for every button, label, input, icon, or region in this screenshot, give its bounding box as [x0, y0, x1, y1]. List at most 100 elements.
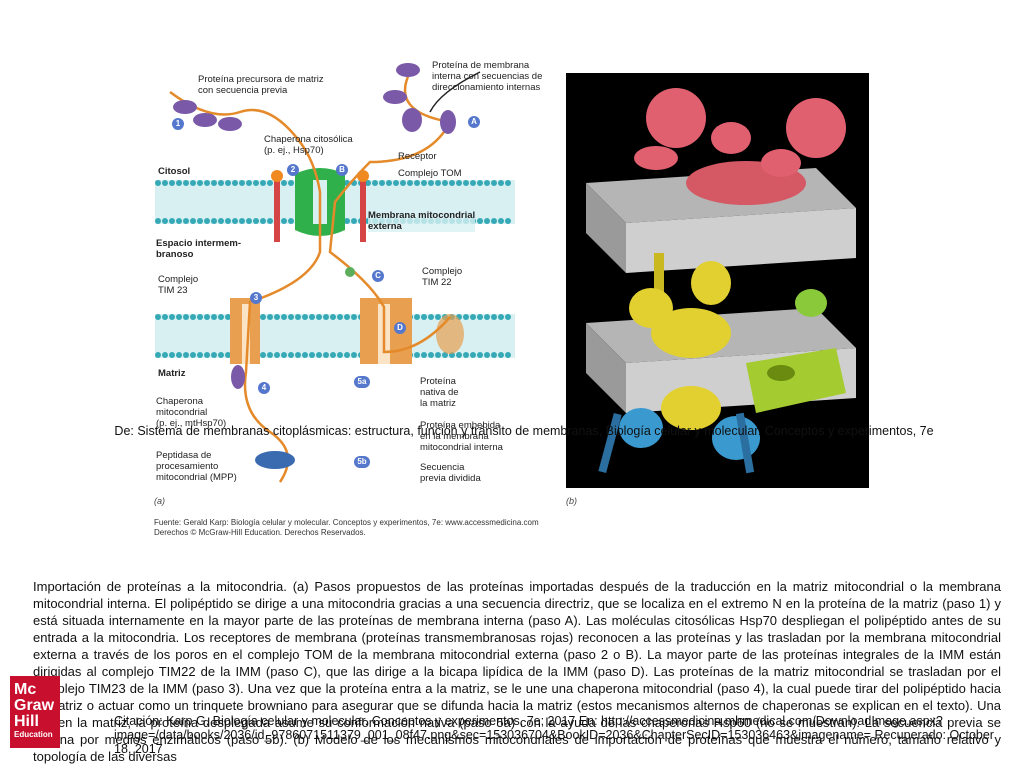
lipid-head: [477, 180, 483, 186]
tom-sphere-right: [786, 98, 846, 158]
lipid-head: [197, 180, 203, 186]
tim22-complex: [746, 348, 846, 413]
tim23-body: [651, 308, 731, 358]
figure-caption: Importación de proteínas a la mitocondri…: [33, 579, 1001, 764]
lipid-head: [253, 180, 259, 186]
receptor-head-left: [271, 170, 283, 182]
lipid-head: [344, 314, 350, 320]
panel-b-model: [566, 73, 869, 488]
lipid-head: [442, 352, 448, 358]
lipid-head: [176, 180, 182, 186]
lipid-head: [386, 180, 392, 186]
lipid-head: [260, 352, 266, 358]
lipid-head: [491, 352, 497, 358]
lipid-head: [505, 218, 511, 224]
matrix-polypeptide: [169, 90, 322, 483]
lipid-head: [239, 218, 245, 224]
label-precursor: Proteína precursora de matriz con secuen…: [198, 74, 324, 96]
lipid-head: [435, 352, 441, 358]
small-tim: [345, 267, 355, 277]
lipid-head: [197, 352, 203, 358]
lipid-head: [330, 314, 336, 320]
lipid-head: [463, 180, 469, 186]
lipid-head: [477, 218, 483, 224]
lipid-head: [302, 352, 308, 358]
label-receptor: Receptor: [398, 151, 437, 162]
lipid-head: [302, 314, 308, 320]
lipid-head: [316, 352, 322, 358]
lipid-head: [344, 352, 350, 358]
lipid-head: [379, 180, 385, 186]
hsp70-5: [383, 90, 407, 104]
tim23-bottom: [661, 386, 721, 430]
lipid-head: [428, 314, 434, 320]
small-tims: [795, 289, 827, 317]
label-chaperone: Chaperona citosólica (p. ej., Hsp70): [264, 134, 353, 156]
lipid-head: [197, 314, 203, 320]
lipid-head: [183, 218, 189, 224]
lipid-head: [288, 218, 294, 224]
lipid-head: [414, 314, 420, 320]
lipid-head: [190, 218, 196, 224]
step-1: 1: [172, 118, 184, 130]
lipid-head: [176, 218, 182, 224]
lipid-head: [477, 314, 483, 320]
lipid-head: [351, 314, 357, 320]
mthsp70-stalk-right: [735, 412, 755, 474]
lipid-head: [351, 218, 357, 224]
lipid-head: [421, 352, 427, 358]
label-tim23: Complejo TIM 23: [158, 274, 199, 296]
lipid-head: [414, 352, 420, 358]
label-tim22: Complejo TIM 22: [422, 266, 463, 288]
mthsp70-stalk-left: [598, 412, 622, 474]
lipid-head: [498, 352, 504, 358]
lipid-head: [176, 314, 182, 320]
lipid-head: [470, 314, 476, 320]
lipid-head: [435, 314, 441, 320]
lipid-head: [421, 180, 427, 186]
mcgraw-hill-logo: Mc Graw Hill Education: [10, 676, 60, 748]
membrane-polypeptide: [328, 71, 452, 354]
lipid-head: [316, 314, 322, 320]
lipid-head: [204, 180, 210, 186]
lipid-head: [225, 352, 231, 358]
tim23-head: [691, 261, 731, 305]
arrow-a: [429, 71, 481, 113]
lipid-head: [169, 352, 175, 358]
tom-sphere-left: [646, 88, 706, 148]
hsp70-2: [193, 113, 217, 127]
lipid-head: [246, 180, 252, 186]
lipid-head: [197, 218, 203, 224]
step-3: 3: [250, 292, 262, 304]
panel-a-letter: (a): [154, 496, 165, 506]
lipid-head: [414, 180, 420, 186]
lipid-head: [225, 218, 231, 224]
lipid-head: [260, 314, 266, 320]
label-split-sequence: Secuencia previa dividida: [420, 462, 481, 484]
panel-a-diagram: Proteína precursora de matriz con secuen…: [150, 52, 560, 507]
lipid-head: [190, 352, 196, 358]
lipid-head: [211, 314, 217, 320]
panel-b-svg: [586, 88, 856, 474]
lipid-head: [351, 352, 357, 358]
lipid-head: [498, 314, 504, 320]
lipid-head: [470, 352, 476, 358]
lipid-head: [288, 180, 294, 186]
upper-membrane-side: [586, 183, 626, 273]
lipid-head: [260, 218, 266, 224]
label-membrane-protein: Proteína de membrana interna con secuenc…: [432, 60, 543, 93]
lipid-head: [267, 314, 273, 320]
citation-top: De: Sistema de membranas citoplásmicas: …: [114, 424, 934, 438]
step-a: A: [468, 116, 480, 128]
lipid-head: [295, 314, 301, 320]
lipid-head: [267, 352, 273, 358]
lipid-head: [225, 180, 231, 186]
label-mpp: Peptidasa de procesamiento mitocondrial …: [156, 450, 237, 483]
hsp70-3: [218, 117, 242, 131]
label-embedded-protein: Proteína embebida en la membrana mitocon…: [420, 420, 503, 453]
label-mito-chaperone: Chaperona mitocondrial (p. ej., mtHsp70): [156, 396, 227, 429]
lipid-head: [365, 180, 371, 186]
lipid-head: [505, 314, 511, 320]
lipid-head: [281, 352, 287, 358]
mthsp70-left: [619, 408, 663, 448]
